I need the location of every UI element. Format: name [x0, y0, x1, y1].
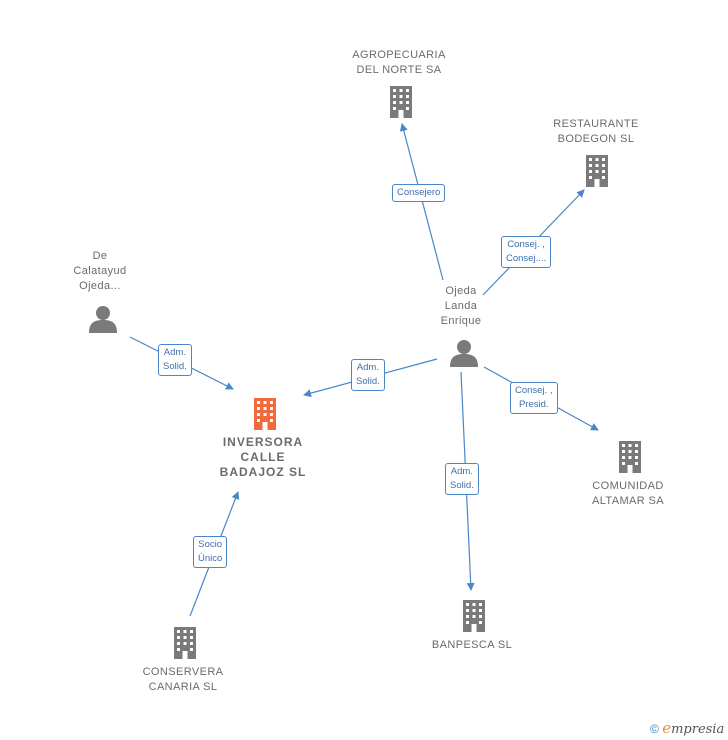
de-calatayud-label[interactable]: De Calatayud Ojeda... [73, 250, 127, 292]
agropecuaria-building-icon[interactable] [390, 86, 412, 118]
restaurante-building-icon[interactable] [586, 155, 608, 187]
banpesca-label[interactable]: BANPESCA SL [431, 639, 513, 651]
agropecuaria-label[interactable]: AGROPECUARIA DEL NORTE SA [352, 49, 446, 76]
edge-label-adm-solid-2[interactable]: Adm. Solid. [351, 359, 385, 391]
edge-label-adm-solid-3[interactable]: Adm. Solid. [445, 463, 479, 495]
edge-label-consej-consej[interactable]: Consej. , Consej.... [501, 236, 552, 268]
empresia-logo: empresia [662, 719, 725, 737]
ojeda-person-icon[interactable] [450, 340, 478, 367]
edge-label-consejero[interactable]: Consejero [392, 184, 446, 202]
comunidad-label[interactable]: COMUNIDAD ALTAMAR SA [591, 480, 665, 507]
restaurante-label[interactable]: RESTAURANTE BODEGON SL [553, 118, 639, 145]
conservera-label[interactable]: CONSERVERA CANARIA SL [142, 666, 224, 693]
conservera-building-icon[interactable] [174, 627, 196, 659]
edge-label-adm-solid-1[interactable]: Adm. Solid. [158, 344, 192, 376]
de-calatayud-person-icon[interactable] [89, 306, 117, 333]
comunidad-building-icon[interactable] [619, 441, 641, 473]
inversora-building-icon[interactable] [254, 398, 276, 430]
inversora-label[interactable]: INVERSORA CALLE BADAJOZ SL [219, 435, 307, 479]
footer-brand: © empresia [650, 719, 724, 737]
edge-consejero [399, 123, 444, 281]
copyright-icon: © [650, 722, 659, 736]
edge-label-consej-presid[interactable]: Consej. , Presid. [510, 382, 558, 414]
banpesca-building-icon[interactable] [463, 600, 485, 632]
ojeda-label[interactable]: Ojeda Landa Enrique [440, 285, 482, 327]
edge-label-socio-unico[interactable]: Socio Único [193, 536, 228, 568]
